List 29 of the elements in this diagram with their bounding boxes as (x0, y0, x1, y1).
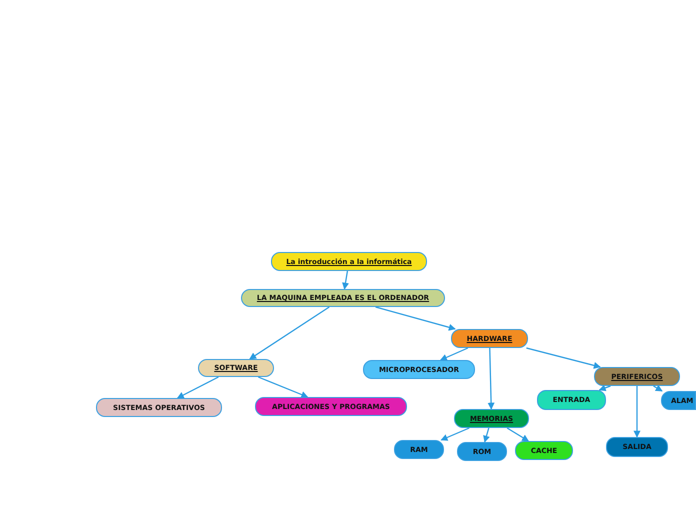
arrow (488, 348, 495, 410)
concept-node (594, 367, 680, 386)
arrow (375, 306, 456, 331)
concept-node (363, 360, 475, 379)
arrow (598, 384, 611, 392)
arrow (258, 376, 308, 398)
concept-node (515, 441, 573, 460)
concept-node (255, 397, 407, 416)
arrow (342, 270, 349, 290)
concept-node (457, 442, 507, 461)
arrow (176, 376, 219, 399)
arrow (653, 384, 663, 392)
concept-node (537, 390, 606, 410)
concept-node (451, 329, 528, 348)
arrow (440, 347, 468, 361)
arrow (483, 428, 490, 443)
concept-node (661, 391, 696, 410)
concept-node (394, 440, 444, 459)
concept-node (454, 409, 529, 428)
concept-node (198, 359, 274, 377)
arrow (634, 386, 640, 438)
arrow (506, 427, 529, 442)
arrow (440, 427, 470, 441)
concept-node (241, 289, 445, 307)
concept-node (606, 437, 668, 457)
concept-node (96, 398, 222, 417)
arrow (249, 306, 330, 360)
arrow (526, 347, 601, 369)
concept-node (271, 252, 427, 271)
